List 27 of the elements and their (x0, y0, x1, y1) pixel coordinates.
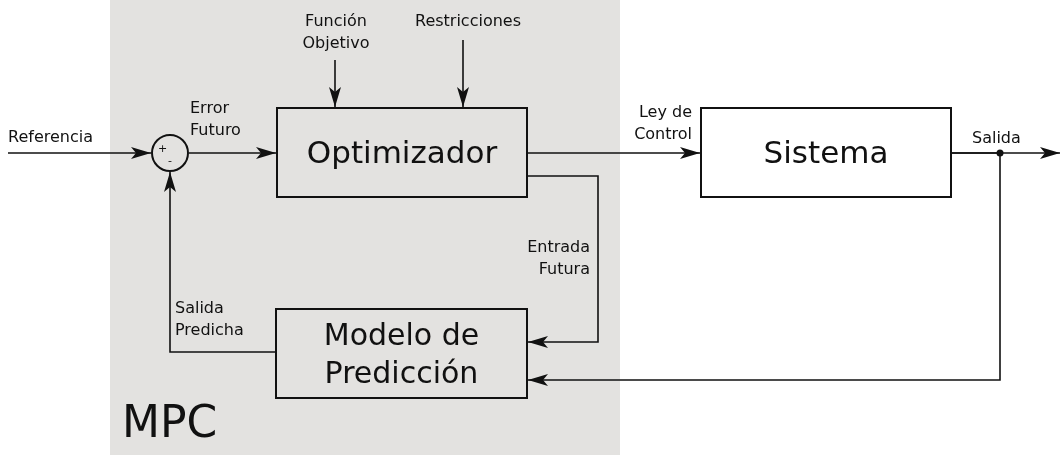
mpc-region (110, 0, 620, 455)
sign-label: + (158, 143, 168, 155)
summing-junction (151, 134, 189, 172)
process-box (275, 308, 528, 399)
edge-label: Salida (972, 127, 1021, 149)
arrow (457, 39, 469, 108)
box-label: Sistema (762, 133, 890, 172)
region-title: MPC (122, 397, 218, 447)
edge-label: Entrada Futura (526, 236, 590, 280)
edge-label: Ley de Control (633, 101, 692, 145)
edge-label: Función Objetivo (301, 10, 371, 54)
edge-label: Salida Predicha (175, 297, 245, 341)
arrow (527, 147, 701, 159)
arrow (527, 152, 1001, 386)
arrow (7, 147, 152, 159)
arrow (329, 59, 341, 108)
edge-label: Restricciones (414, 10, 522, 32)
process-box (700, 107, 952, 198)
arrow (188, 147, 277, 159)
arrow (164, 171, 276, 353)
arrow (527, 175, 599, 348)
edge-label: Error Futuro (190, 97, 242, 141)
box-label: Modelo de Predicción (322, 316, 481, 391)
box-label: Optimizador (305, 133, 499, 172)
process-box (276, 107, 528, 198)
edge-label: Referencia (8, 126, 93, 148)
sign-label: - (168, 155, 172, 167)
